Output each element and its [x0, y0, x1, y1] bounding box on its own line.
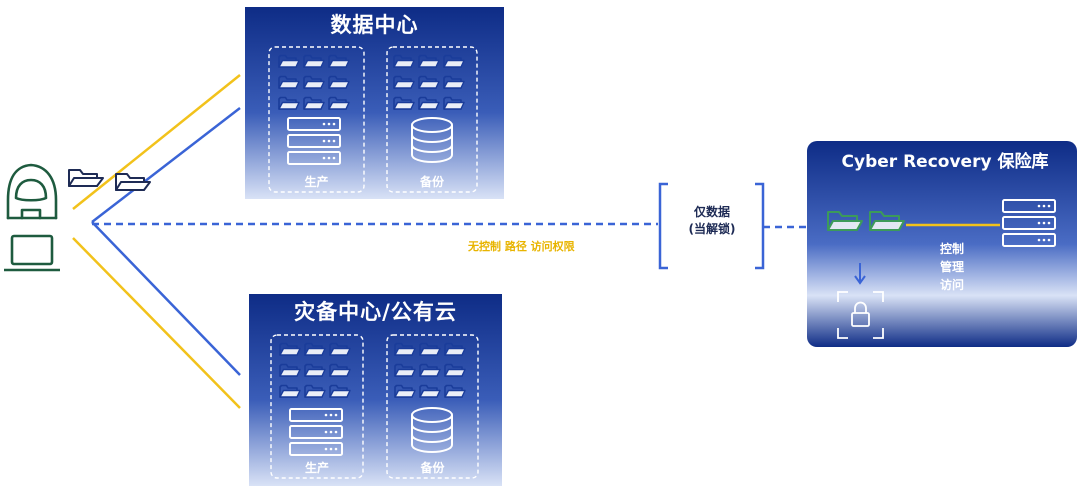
hooded-hacker-icon [6, 163, 58, 220]
gate-bracket-left [658, 182, 668, 270]
folder-icon [869, 211, 905, 231]
vault-title: Cyber Recovery 保险库 [841, 152, 1049, 172]
folder-icon [68, 169, 104, 187]
production-zone [270, 334, 364, 479]
backup-zone [386, 334, 479, 479]
data-center-title: 数据中心 [330, 13, 419, 37]
dr-center-box [249, 294, 502, 486]
gate-bracket-right [755, 182, 765, 270]
laptop-icon [4, 234, 60, 272]
gate-label-line1: 仅数据 [693, 205, 730, 219]
vault-mgmt-line1: 控制 [939, 242, 964, 256]
dr-center-title: 灾备中心/公有云 [294, 300, 457, 324]
link-to-dr-center [91, 221, 241, 376]
vault-mgmt-line2: 管理 [939, 260, 964, 274]
gate-label-line2: (当解锁) [688, 222, 736, 236]
backup-zone [386, 46, 478, 193]
attack-line-upper [72, 74, 241, 210]
production-label: 生产 [304, 175, 329, 189]
backup-label: 备份 [419, 175, 444, 189]
cyber-recovery-vault-box [807, 141, 1077, 347]
attack-line-lower [72, 237, 241, 409]
data-center-box [245, 7, 504, 199]
production-label: 生产 [304, 461, 329, 475]
down-arrow-icon [854, 263, 866, 285]
padlock-icon [837, 291, 884, 339]
backup-label: 备份 [420, 461, 445, 475]
link-to-data-center [91, 107, 241, 223]
vault-mgmt-line3: 访问 [939, 278, 964, 292]
production-zone [268, 46, 365, 193]
folder-icon [827, 211, 863, 231]
folder-icon [115, 173, 151, 191]
no-control-path-label: 无控制 路径 访问权限 [468, 240, 575, 253]
